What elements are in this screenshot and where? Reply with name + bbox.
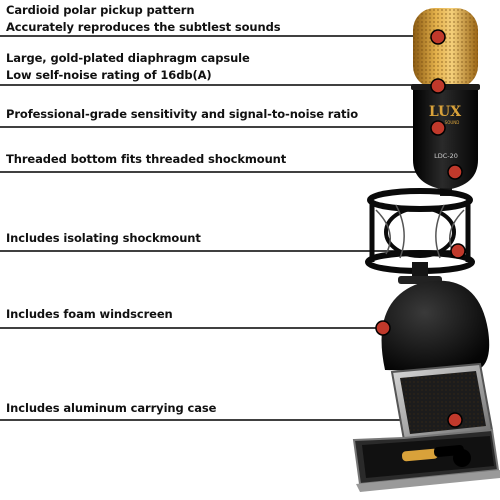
callout-dot: [447, 412, 463, 428]
feature-sensitivity: Professional-grade sensitivity and signa…: [6, 106, 358, 123]
case-mic-gold: [401, 448, 439, 462]
feature-line: Large, gold-plated diaphragm capsule: [6, 51, 250, 65]
feature-line: Low self-noise rating of 16db(A): [6, 68, 212, 82]
callout-dot: [375, 320, 391, 336]
feature-windscreen: Includes foam windscreen: [6, 306, 173, 323]
case-lid-foam-texture: [400, 371, 486, 434]
feature-line: Includes aluminum carrying case: [6, 401, 217, 415]
feature-diaphragm: Large, gold-plated diaphragm capsule Low…: [6, 50, 250, 84]
windscreen-illustration: [381, 280, 490, 372]
feature-line: Professional-grade sensitivity and signa…: [6, 107, 359, 121]
leader-lines: [0, 35, 452, 421]
case-base-edge: [356, 470, 500, 492]
foam-windscreen: [381, 280, 490, 372]
shockmount-illustration: [365, 188, 475, 284]
feature-line: Cardioid polar pickup pattern: [6, 3, 195, 17]
mic-body: [413, 90, 478, 190]
feature-cardioid: Cardioid polar pickup pattern Accurately…: [6, 2, 281, 36]
feature-threaded: Threaded bottom fits threaded shockmount: [6, 151, 286, 168]
mic-model-label: LDC-20: [434, 152, 458, 160]
feature-shockmount: Includes isolating shockmount: [6, 230, 201, 247]
feature-line: Includes isolating shockmount: [6, 231, 201, 245]
case-illustration: [352, 362, 500, 492]
feature-line: Accurately reproduces the subtlest sound…: [6, 20, 281, 34]
callout-dots: [375, 29, 466, 428]
mic-logo-sub: SOUND: [445, 120, 460, 125]
mic-logo: LUX: [429, 104, 461, 120]
callout-dot: [430, 78, 446, 94]
feature-line: Threaded bottom fits threaded shockmount: [6, 152, 287, 166]
feature-case: Includes aluminum carrying case: [6, 400, 216, 417]
callout-dot: [450, 243, 466, 259]
shockmount-posts: [369, 202, 471, 262]
shockmount-elastic: [375, 204, 465, 259]
callout-dot: [430, 29, 446, 45]
callout-dot: [430, 120, 446, 136]
case-windscreen: [453, 449, 471, 467]
feature-line: Includes foam windscreen: [6, 307, 173, 321]
callout-dot: [447, 164, 463, 180]
mic-grille-mesh: [413, 8, 478, 88]
shockmount-inner-ring: [384, 206, 456, 258]
